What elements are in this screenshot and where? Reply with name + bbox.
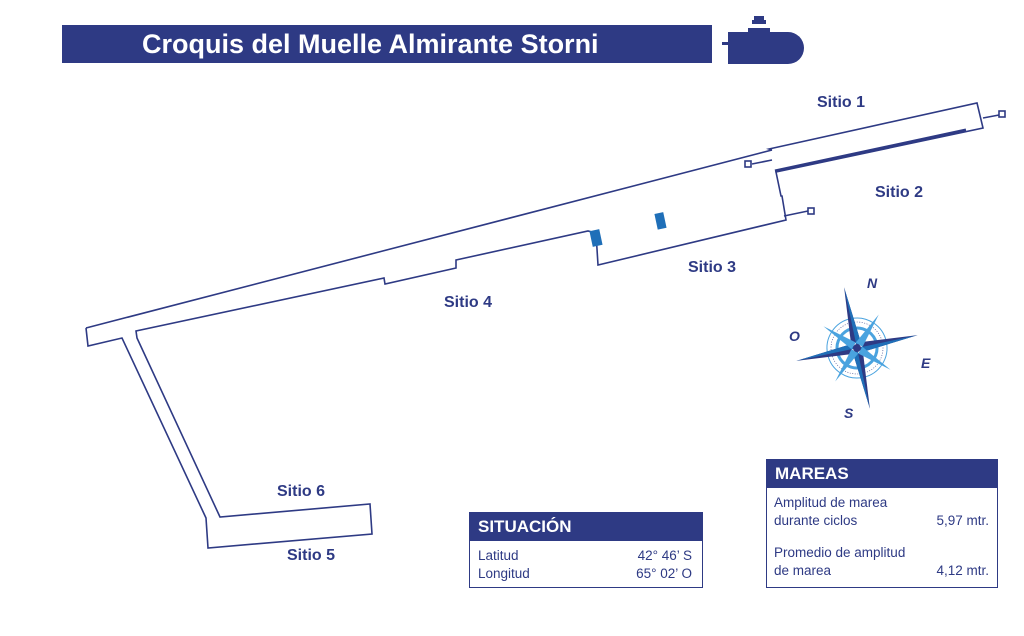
mareas-heading: MAREAS xyxy=(767,460,997,488)
pier-outline-top xyxy=(85,149,773,329)
sitio1-berth-line xyxy=(774,128,967,173)
situacion-heading: SITUACIÓN xyxy=(470,513,702,541)
site-label-6: Sitio 6 xyxy=(277,483,325,500)
building-marker xyxy=(589,229,603,247)
longitude-row: Longitud 65° 02’ O xyxy=(478,566,692,581)
compass-rose-icon xyxy=(796,287,918,409)
page-title: Croquis del Muelle Almirante Storni xyxy=(142,29,599,59)
title-bar xyxy=(62,25,712,63)
building-marker xyxy=(654,212,667,230)
site-label-4: Sitio 4 xyxy=(444,294,492,311)
compass-east: E xyxy=(921,355,931,371)
compass-south: S xyxy=(844,405,854,421)
compass-west: O xyxy=(789,328,800,344)
site-label-3: Sitio 3 xyxy=(688,259,736,276)
compass-north: N xyxy=(867,275,878,291)
latitude-row: Latitud 42° 46’ S xyxy=(478,548,692,563)
port-logo-icon xyxy=(722,16,804,64)
site-label-5: Sitio 5 xyxy=(287,547,335,564)
situacion-panel: SITUACIÓN Latitud 42° 46’ S Longitud 65°… xyxy=(469,512,703,588)
site-label-2: Sitio 2 xyxy=(875,184,923,201)
site-label-1: Sitio 1 xyxy=(817,94,865,111)
